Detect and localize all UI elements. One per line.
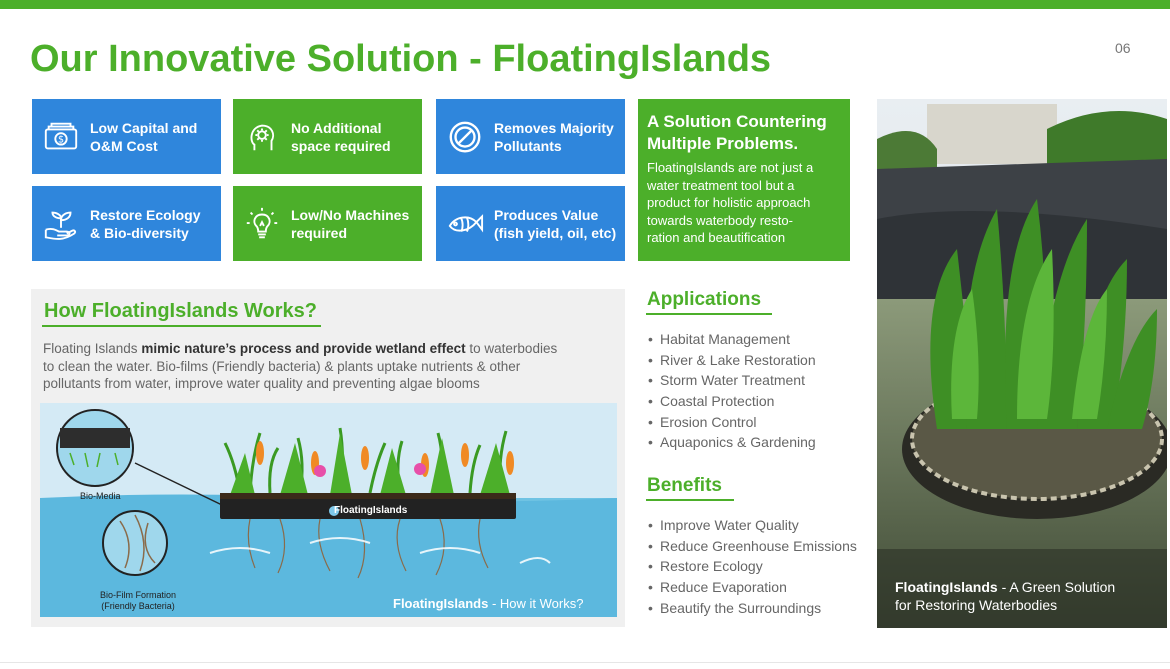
bio-media-label: Bio-Media	[80, 491, 121, 501]
solution-body-line: water treatment tool but a	[647, 177, 795, 193]
applications-heading: Applications	[647, 289, 762, 310]
diagram-caption-rest: - How it Works?	[488, 596, 584, 611]
list-item: Beautify the Surroundings	[648, 598, 857, 619]
heading-underline	[42, 325, 321, 327]
desc-text: pollutants from water, improve water qua…	[43, 376, 480, 391]
feature-label-line2: (fish yield, oil, etc)	[494, 224, 617, 241]
solution-body-line: towards waterbody resto-	[647, 212, 793, 228]
solution-heading: A Solution Countering Multiple Problems.	[647, 111, 842, 155]
feature-label-line2: Pollutants	[494, 137, 562, 154]
feature-label-line1: Low Capital and	[90, 119, 198, 136]
feature-tile-restore-ecology: Restore Ecology& Bio-diversity	[32, 186, 221, 261]
how-it-works-heading: How FloatingIslands Works?	[44, 300, 317, 322]
diagram-caption-brand: FloatingIslands	[393, 596, 489, 611]
money-icon: $	[32, 99, 90, 174]
list-item: Storm Water Treatment	[648, 370, 816, 391]
feature-label-line2: & Bio-diversity	[90, 224, 189, 241]
feature-label-line1: Low/No Machines	[291, 206, 410, 223]
list-item: Reduce Evaporation	[648, 577, 857, 598]
solution-body-line: ration and beautification	[647, 230, 786, 245]
feature-label-line2: required	[291, 224, 348, 241]
benefits-underline	[646, 499, 734, 501]
desc-bold-text: mimic nature’s process and provide wetla…	[141, 341, 466, 356]
benefits-list: Improve Water Quality Reduce Greenhouse …	[648, 515, 857, 618]
desc-text: Floating Islands	[43, 341, 142, 356]
list-item: Erosion Control	[648, 412, 816, 433]
top-accent-bar	[0, 0, 1170, 9]
list-item: Coastal Protection	[648, 391, 816, 412]
feature-tile-produces-value: Produces Value(fish yield, oil, etc)	[436, 186, 625, 261]
page-number: 06	[1115, 40, 1131, 56]
biofilm-label: Bio-Film Formation (Friendly Bacteria)	[100, 590, 176, 612]
feature-label-line1: Produces Value	[494, 206, 599, 223]
biofilm-label-line1: Bio-Film Formation	[100, 590, 177, 600]
photo-caption: FloatingIslands - A Green Solution for R…	[895, 578, 1115, 614]
bottom-divider	[0, 662, 1170, 663]
fish-icon	[436, 186, 494, 261]
photo-caption-line2: for Restoring Waterbodies	[895, 597, 1058, 613]
desc-text: to clean the water. Bio-films (Friendly …	[43, 358, 521, 374]
biofilm-label-line2: (Friendly Bacteria)	[101, 601, 175, 611]
raft-brand-label: FloatingIslands	[334, 505, 408, 516]
list-item: Restore Ecology	[648, 556, 857, 577]
prohibited-icon	[436, 99, 494, 174]
photo-caption-rest: - A Green Solution	[997, 579, 1116, 595]
list-item: Reduce Greenhouse Emissions	[648, 536, 857, 557]
feature-label-line2: O&M Cost	[90, 137, 158, 154]
how-it-works-description: Floating Islands mimic nature’s process …	[43, 340, 613, 393]
list-item: Habitat Management	[648, 329, 816, 350]
applications-underline	[646, 313, 772, 315]
list-item: River & Lake Restoration	[648, 350, 816, 371]
list-item: Improve Water Quality	[648, 515, 857, 536]
applications-list: Habitat Management River & Lake Restorat…	[648, 329, 816, 453]
floating-island-photo: FloatingIslands - A Green Solution for R…	[877, 99, 1167, 628]
lightbulb-icon	[233, 186, 291, 261]
list-item: Aquaponics & Gardening	[648, 432, 816, 453]
how-it-works-diagram: Bio-Media Bio-Film Formation (Friendly B…	[40, 403, 617, 617]
photo-caption-brand: FloatingIslands	[895, 579, 998, 595]
how-it-works-panel: How FloatingIslands Works? Floating Isla…	[31, 289, 625, 627]
solution-body-line: product for holistic approach	[647, 195, 811, 210]
feature-label-line1: Restore Ecology	[90, 206, 201, 223]
feature-label-line1: No Additional	[291, 119, 382, 136]
solution-heading-line1: A Solution Countering	[647, 112, 827, 131]
feature-label-line1: Removes Majority	[494, 119, 614, 136]
desc-text: to waterbodies	[465, 341, 558, 356]
solution-body: FloatingIslands are not just a water tre…	[647, 159, 842, 247]
gear-head-icon	[233, 99, 291, 174]
solution-heading-line2: Multiple Problems.	[647, 134, 799, 153]
feature-label-line2: space required	[291, 137, 391, 154]
diagram-caption: FloatingIslands - How it Works?	[393, 596, 583, 611]
solution-body-line: FloatingIslands are not just a	[647, 160, 814, 175]
hand-plant-icon	[32, 186, 90, 261]
solution-box: A Solution Countering Multiple Problems.…	[638, 99, 850, 261]
svg-text:$: $	[58, 134, 64, 145]
page-title: Our Innovative Solution - FloatingIsland…	[30, 38, 772, 80]
benefits-heading: Benefits	[647, 475, 722, 496]
